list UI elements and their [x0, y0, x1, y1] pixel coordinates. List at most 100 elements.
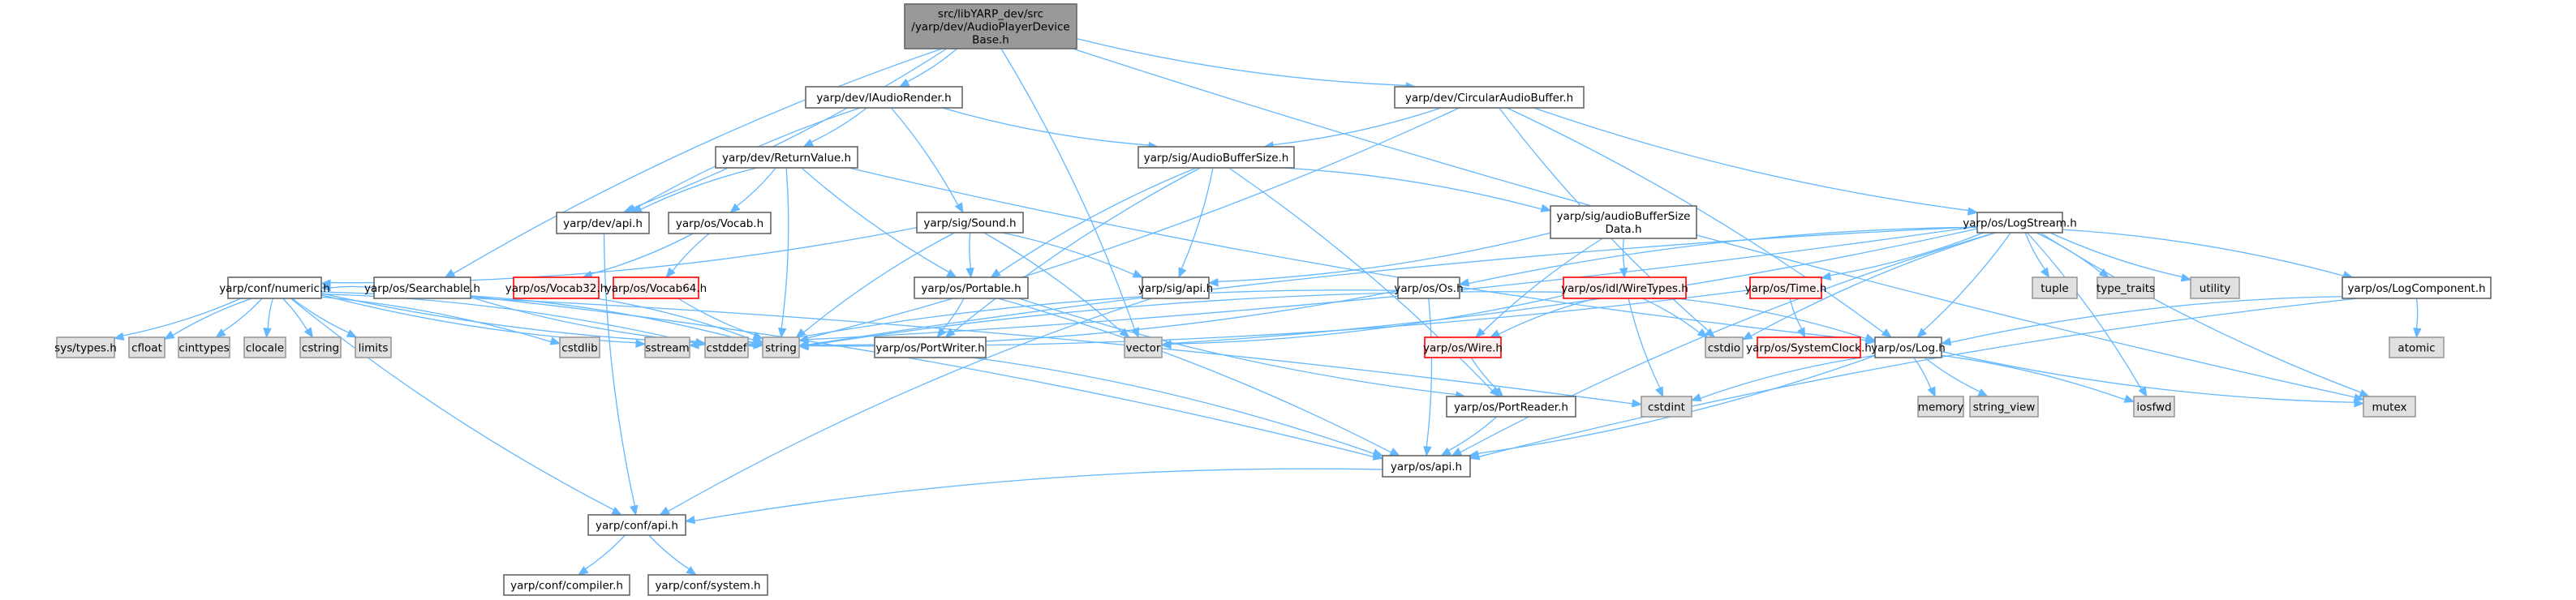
node-compiler[interactable]: yarp/conf/compiler.h	[503, 574, 630, 596]
node-vocab32[interactable]: yarp/os/Vocab32.h	[505, 276, 608, 299]
edge-logstream-to-time	[1820, 232, 1984, 281]
edge-numeric-to-clocale	[263, 298, 274, 339]
node-log[interactable]: yarp/os/Log.h	[1871, 336, 1946, 358]
node-devapi[interactable]: yarp/dev/api.h	[556, 212, 650, 234]
edge-line	[906, 48, 958, 83]
arrowhead-icon	[113, 332, 125, 341]
node-label: yarp/conf/system.h	[655, 580, 760, 593]
edge-logstream-to-tuple	[2024, 232, 2050, 279]
edge-devapi-to-confapi	[603, 233, 639, 516]
node-portwriter[interactable]: yarp/os/PortWriter.h	[874, 336, 987, 358]
node-vocab64[interactable]: yarp/os/Vocab64.h	[605, 276, 707, 299]
node-box	[355, 336, 392, 358]
node-confapi[interactable]: yarp/conf/api.h	[587, 514, 686, 536]
edge-line	[736, 167, 776, 207]
edge-wiretypes-to-vector	[1160, 294, 1564, 349]
node-box	[299, 336, 342, 358]
arrowhead-icon	[695, 337, 707, 347]
node-portable[interactable]: yarp/os/Portable.h	[914, 276, 1029, 299]
node-systemclock[interactable]: yarp/os/SystemClock.h	[1746, 336, 1872, 358]
edge-line	[890, 107, 959, 206]
node-vector: vector	[1124, 336, 1163, 358]
edge-line	[803, 232, 955, 333]
edge-numeric-to-cfloat	[163, 298, 252, 340]
arrowhead-icon	[1160, 341, 1172, 349]
node-label: yarp/os/Os.h	[1394, 282, 1463, 295]
edge-os-to-cstddef	[746, 289, 1399, 349]
edge-root-to-searchable	[444, 48, 943, 278]
edge-portreader-to-osapi	[1440, 416, 1498, 456]
node-iosfwd: iosfwd	[2133, 396, 2175, 418]
arrowhead-icon	[1451, 447, 1463, 456]
node-root[interactable]: src/libYARP_dev/src/yarp/dev/AudioPlayer…	[904, 3, 1077, 49]
node-label: yarp/conf/compiler.h	[510, 580, 623, 593]
node-circularaudiobuffer[interactable]: yarp/dev/CircularAudioBuffer.h	[1394, 86, 1585, 109]
node-box	[874, 336, 987, 358]
node-label: yarp/os/PortReader.h	[1454, 401, 1568, 414]
node-cstring: cstring	[299, 336, 342, 358]
node-vocab[interactable]: yarp/os/Vocab.h	[668, 212, 772, 234]
edge-numeric-to-cstdint	[320, 291, 1643, 408]
arrowhead-icon	[1741, 331, 1753, 341]
edge-line	[2027, 232, 2142, 390]
edge-line	[267, 298, 274, 329]
edge-line	[453, 48, 943, 274]
edge-line	[470, 295, 1374, 458]
edge-numeric-to-confapi	[290, 298, 623, 516]
edge-sound-to-string	[795, 232, 955, 338]
node-box	[715, 146, 858, 169]
node-label: yarp/os/Vocab32.h	[505, 282, 608, 295]
node-os[interactable]: yarp/os/Os.h	[1394, 276, 1464, 299]
node-portreader[interactable]: yarp/os/PortReader.h	[1446, 396, 1576, 418]
node-label: cstdio	[1708, 342, 1740, 355]
node-returnvalue[interactable]: yarp/dev/ReturnValue.h	[715, 146, 858, 169]
node-searchable[interactable]: yarp/os/Searchable.h	[364, 276, 480, 299]
node-sigapi[interactable]: yarp/sig/api.h	[1138, 276, 1213, 299]
node-numeric[interactable]: yarp/conf/numeric.h	[219, 276, 330, 299]
edge-line	[320, 293, 697, 345]
node-label: cstdint	[1648, 401, 1685, 414]
edge-numeric-to-cinttypes	[215, 298, 263, 338]
node-box	[243, 336, 286, 358]
arrowhead-icon	[1440, 447, 1452, 456]
node-wire[interactable]: yarp/os/Wire.h	[1423, 336, 1503, 358]
node-iaudiorender[interactable]: yarp/dev/IAudioRender.h	[805, 86, 963, 109]
node-box	[1446, 396, 1576, 418]
edge-line	[807, 226, 1978, 345]
edge-line	[848, 167, 1867, 341]
edge-line	[585, 534, 626, 570]
edge-log-to-memory	[1913, 357, 1936, 398]
edge-numeric-to-systypes	[113, 298, 242, 341]
edge-line	[756, 289, 1399, 345]
edge-line	[291, 298, 350, 333]
node-box	[644, 336, 690, 358]
arrowhead-icon	[684, 515, 696, 525]
node-time[interactable]: yarp/os/Time.h	[1745, 276, 1827, 299]
edge-line	[1675, 298, 1867, 340]
edge-line	[998, 167, 1197, 274]
node-cfloat: cfloat	[128, 336, 166, 358]
node-audiobuffersize[interactable]: yarp/sig/AudioBufferSize.h	[1137, 146, 1295, 169]
node-wiretypes[interactable]: yarp/os/idl/WireTypes.h	[1561, 276, 1688, 299]
edge-line	[1001, 232, 1134, 276]
node-osapi[interactable]: yarp/os/api.h	[1382, 455, 1471, 478]
arrowhead-icon	[163, 330, 175, 340]
node-box	[1705, 336, 1744, 358]
edge-log-to-cstdint	[1690, 354, 1876, 402]
node-logcomponent[interactable]: yarp/os/LogComponent.h	[2342, 276, 2492, 299]
edge-portable-to-portwriter	[936, 298, 965, 339]
node-logstream[interactable]: yarp/os/LogStream.h	[1963, 212, 2077, 234]
node-label: yarp/os/LogComponent.h	[2347, 282, 2485, 295]
node-label: mutex	[2372, 401, 2406, 414]
node-box	[1137, 146, 1295, 169]
node-system[interactable]: yarp/conf/system.h	[647, 574, 768, 596]
arrowhead-icon	[1881, 328, 1893, 338]
edge-iaudiorender-to-sound	[890, 107, 964, 214]
edge-line	[2049, 232, 2183, 278]
node-box	[1397, 276, 1460, 299]
arrowhead-icon	[1178, 267, 1187, 279]
arrowhead-icon	[2354, 399, 2365, 408]
node-sound[interactable]: yarp/sig/Sound.h	[916, 212, 1024, 234]
